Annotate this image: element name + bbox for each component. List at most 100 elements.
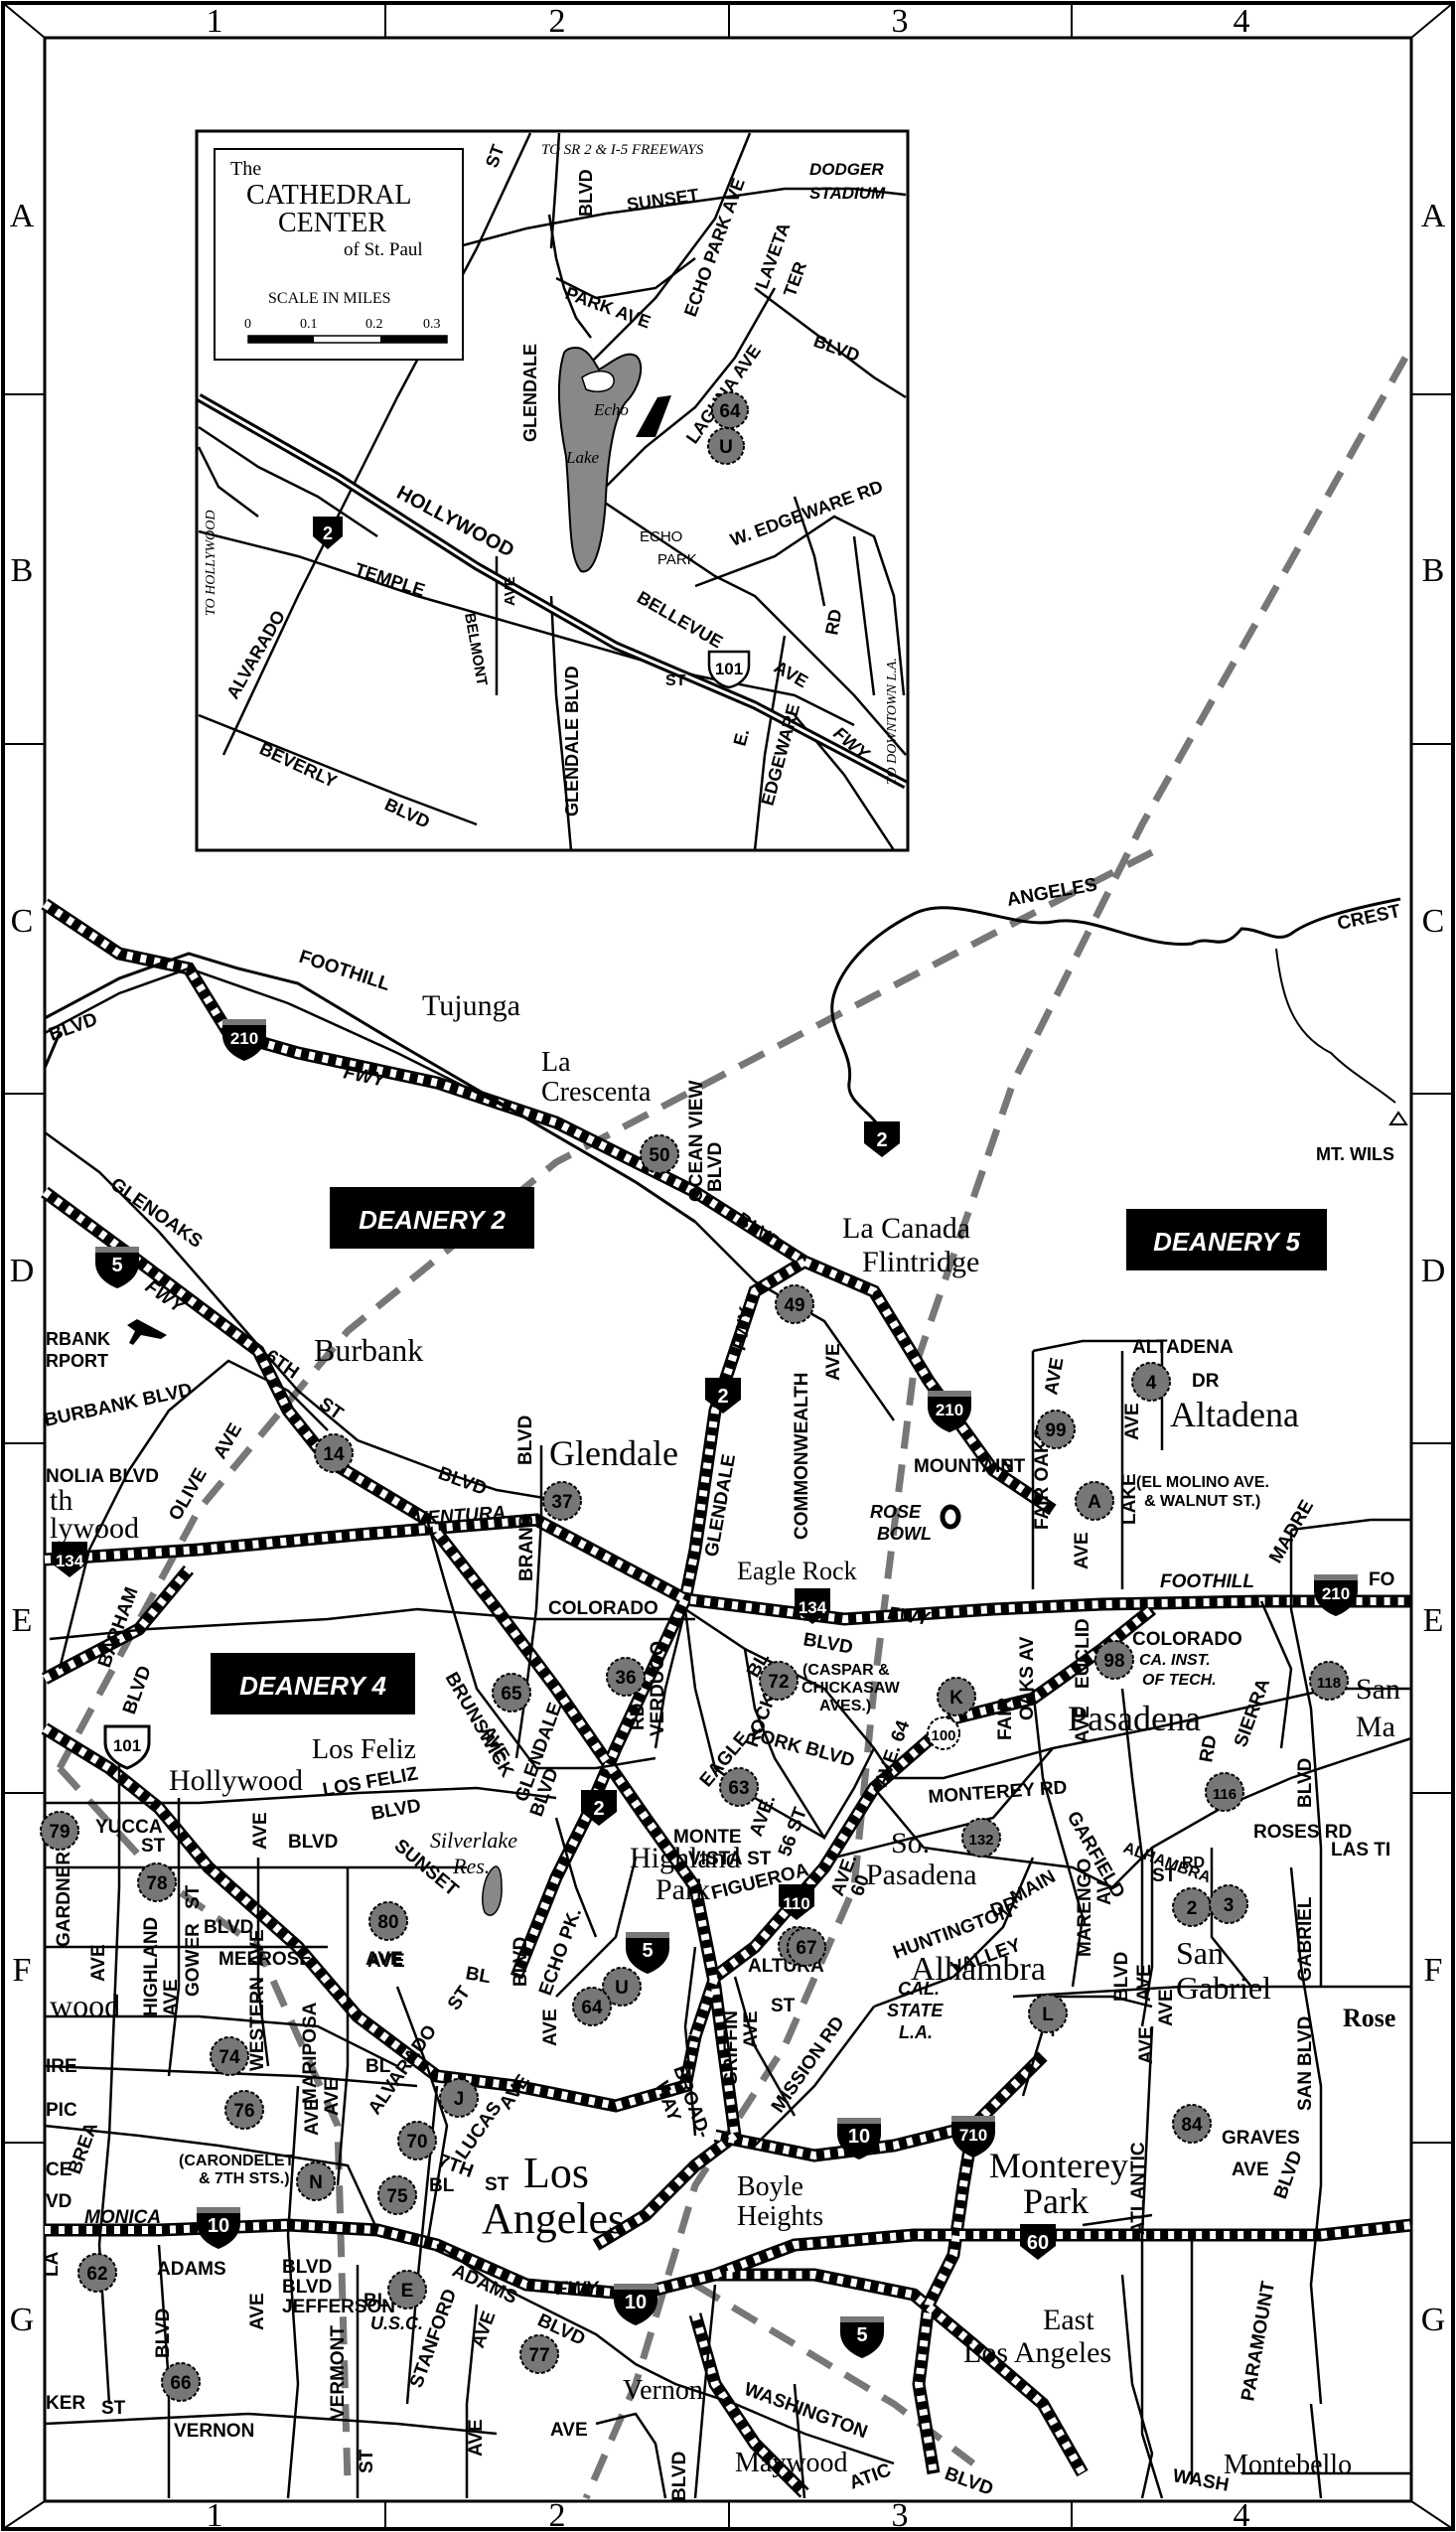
marker-98-label: 98 <box>1103 1651 1124 1672</box>
col-label-2-bottom: 2 <box>549 2497 566 2532</box>
inset-street-e-edgeware-1: E. <box>730 726 754 748</box>
marker-76: 76 <box>224 2090 264 2130</box>
place-cal-state-1: CAL. <box>898 1979 940 1999</box>
shield-sr60: 60 <box>1020 2224 1056 2260</box>
echo-lake-island <box>581 371 615 392</box>
shield-sr2c-label: 2 <box>593 1798 604 1820</box>
shield-us101-label: 101 <box>113 1736 141 1755</box>
marker-65-label: 65 <box>501 1684 522 1705</box>
street-paramount: PARAMOUNT <box>1238 2280 1279 2403</box>
marker-70-label: 70 <box>406 2132 427 2153</box>
place-hollywood: Hollywood <box>169 1764 303 1797</box>
col-label-4-top: 4 <box>1234 3 1250 40</box>
street-el-molino-2: & WALNUT ST.) <box>1144 1493 1260 1510</box>
street-st-6th: ST <box>315 1394 347 1424</box>
inset-note-echo-park-1: ECHO <box>640 528 682 545</box>
marker-100: 100 <box>927 1716 960 1750</box>
place-los-angeles-1: Los <box>523 2149 589 2197</box>
shield-i5b-label: 5 <box>642 1940 653 1962</box>
shield-i10c: 10 <box>614 2284 657 2325</box>
street-fo-east: FO <box>1369 1569 1394 1590</box>
marker-132-label: 132 <box>968 1832 993 1849</box>
street-blvd-gabriel: BLVD <box>1295 2016 1316 2066</box>
street-la: LA <box>42 2251 63 2277</box>
marker-79-label: 79 <box>49 1822 70 1843</box>
street-pic: PIC <box>46 2100 77 2121</box>
inset-street-rd: RD <box>821 608 845 637</box>
street-brand: BRAND <box>516 1513 537 1581</box>
place-san-marino-1: San <box>1356 1673 1400 1706</box>
place-names: Tujunga La Crescenta La Canada Flintridg… <box>50 989 1400 2480</box>
street-caspar-3: AVES.) <box>819 1698 871 1714</box>
place-monterey-park-2: Park <box>1023 2181 1089 2221</box>
place-rose-bowl-2: BOWL <box>877 1524 932 1544</box>
street-ave-vernon-2: AVE <box>550 2420 588 2441</box>
inset-note-to-hollywood: TO HOLLYWOOD <box>204 511 218 616</box>
col-label-2-top: 2 <box>549 3 566 40</box>
shield-i210b: 210 <box>928 1391 971 1432</box>
marker-2-label: 2 <box>1187 1898 1198 1919</box>
place-la-crescenta-1: La <box>541 1047 571 1078</box>
place-los-feliz: Los Feliz <box>312 1734 416 1765</box>
street-gardner: GARDNER <box>54 1852 74 1947</box>
marker-14-label: 14 <box>323 1444 345 1465</box>
street-av-marengo: AV <box>1094 1880 1115 1905</box>
street-yucca: YUCCA <box>95 1817 163 1838</box>
place-so-pasadena-1: So. <box>891 1827 930 1860</box>
street-lake: LAKE <box>1119 1473 1140 1525</box>
street-ave-highland: AVE <box>161 1979 182 2016</box>
marker-2: 2 <box>1172 1887 1212 1927</box>
marker-n-label: N <box>309 2172 323 2193</box>
marker-77-label: 77 <box>528 2345 549 2366</box>
street-caltech-1: CA. INST. <box>1139 1652 1211 1669</box>
marker-99: 99 <box>1036 1410 1076 1449</box>
street-ave-fair-oaks-2: AVE <box>1072 1532 1092 1569</box>
street-blvd-glendale-2: BLVD <box>510 1937 531 1987</box>
marker-4-label: 4 <box>1146 1373 1157 1394</box>
row-label-d-left: D <box>10 1253 35 1289</box>
street-ave-mariposa: AVE <box>322 2078 343 2116</box>
marker-a: A <box>1075 1481 1114 1521</box>
inset-street-glendale: GLENDALE <box>520 344 540 442</box>
street-mountain: MOUNTAIN <box>914 1456 1014 1477</box>
street-st-7th: ST <box>485 2174 510 2195</box>
deanery-5-label: DEANERY 5 <box>1153 1227 1300 1257</box>
inset-street-glendale-blvd: GLENDALE BLVD <box>562 666 582 817</box>
row-label-e-right: E <box>1423 1602 1444 1639</box>
street-st-gower: ST <box>183 1884 204 1909</box>
grid-labels: 1 2 3 4 1 2 3 4 A B C D E F G A B C D E … <box>10 3 1446 2532</box>
street-ave-commonwealth: AVE <box>823 1343 844 1381</box>
street-caspar-1: (CASPAR & <box>802 1662 890 1679</box>
shield-i210c-label: 210 <box>1322 1584 1350 1603</box>
place-silverlake-1: Silverlake <box>430 1828 517 1853</box>
shield-sr134a: 134 <box>52 1542 87 1577</box>
inset-scale-bar <box>247 335 448 344</box>
shield-sr134a-label: 134 <box>56 1552 84 1570</box>
shield-i5b: 5 <box>626 1932 669 1974</box>
street-ave-lake: AVE <box>1122 1403 1143 1440</box>
street-ave-euclid: AVE <box>1073 1706 1093 1743</box>
street-blvd-barham: BLVD <box>119 1663 156 1716</box>
row-label-c-right: C <box>1422 903 1445 940</box>
street-ker: KER <box>46 2393 85 2414</box>
marker-74-label: 74 <box>218 2047 240 2068</box>
street-las-tunas: LAS TI <box>1331 1840 1390 1861</box>
inset-note-dodger-1: DODGER <box>809 160 884 179</box>
street-ave-fair-oaks: AVE <box>1041 1356 1068 1397</box>
inset-street-blvd-glendale-top: BLVD <box>576 169 596 217</box>
inset-shield-sr2-label: 2 <box>323 523 333 543</box>
marker-79: 79 <box>40 1811 79 1851</box>
marker-e-label: E <box>401 2281 414 2302</box>
marker-63-label: 63 <box>728 1778 749 1799</box>
inset-shield-us101: 101 <box>707 650 751 689</box>
street-fair-oaks: FAIR OAKS <box>1032 1427 1053 1530</box>
street-euclid: EUCLID <box>1073 1618 1093 1689</box>
place-north-hollywood-2: lywood <box>50 1512 139 1545</box>
row-label-a-left: A <box>10 198 35 234</box>
street-dr: DR <box>1192 1371 1220 1392</box>
marker-l: L <box>1028 1994 1068 2033</box>
marker-j-label: J <box>454 2089 465 2110</box>
shield-i5c: 5 <box>840 2316 884 2358</box>
